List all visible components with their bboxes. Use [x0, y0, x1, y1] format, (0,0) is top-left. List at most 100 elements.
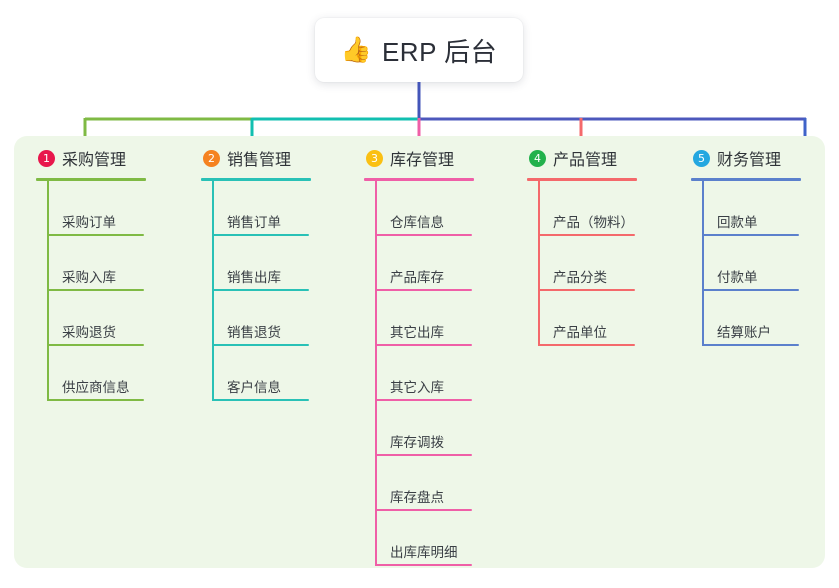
branch-column-2: 2 销售管理 销售订单 销售出库 销售退货 客户信息	[201, 146, 369, 401]
branch-item-rule	[376, 454, 472, 456]
branch-item-rule	[703, 289, 799, 291]
branch-header-1[interactable]: 1 采购管理	[36, 146, 204, 170]
branch-item[interactable]: 客户信息	[213, 346, 369, 401]
branch-item[interactable]: 结算账户	[703, 291, 839, 346]
branch-header-rule	[691, 178, 801, 181]
branch-item-rule	[376, 509, 472, 511]
branch-item-label: 销售出库	[227, 270, 281, 285]
branch-item-rule	[376, 289, 472, 291]
branch-item-label: 库存盘点	[390, 490, 444, 505]
branch-item[interactable]: 销售出库	[213, 236, 369, 291]
branch-item-label: 产品库存	[390, 270, 444, 285]
branch-items-5: 回款单 付款单 结算账户	[691, 181, 839, 346]
branch-item-label: 产品单位	[553, 325, 607, 340]
branch-item[interactable]: 仓库信息	[376, 181, 532, 236]
branch-item-rule	[213, 399, 309, 401]
branch-item-rule	[48, 399, 144, 401]
branch-title: 财务管理	[717, 152, 782, 169]
branch-item[interactable]: 产品分类	[539, 236, 695, 291]
branch-item-label: 回款单	[717, 215, 758, 230]
branch-spine	[702, 181, 704, 346]
branch-item-label: 结算账户	[717, 325, 771, 340]
branch-item-rule	[213, 344, 309, 346]
branch-item[interactable]: 销售退货	[213, 291, 369, 346]
branch-column-5: 5 财务管理 回款单 付款单 结算账户	[691, 146, 839, 346]
branch-item[interactable]: 产品单位	[539, 291, 695, 346]
branch-title: 采购管理	[62, 152, 127, 169]
branch-items-1: 采购订单 采购入库 采购退货 供应商信息	[36, 181, 204, 401]
branch-item-label: 库存调拨	[390, 435, 444, 450]
branch-item-rule	[376, 564, 472, 566]
branch-item-rule	[376, 344, 472, 346]
branch-item[interactable]: 销售订单	[213, 181, 369, 236]
branch-header-2[interactable]: 2 销售管理	[201, 146, 369, 170]
branch-item-rule	[376, 399, 472, 401]
branch-items-2: 销售订单 销售出库 销售退货 客户信息	[201, 181, 369, 401]
branch-item-label: 其它入库	[390, 380, 444, 395]
branch-item-label: 产品（物料）	[553, 215, 634, 230]
branch-item[interactable]: 采购退货	[48, 291, 204, 346]
branch-item-rule	[48, 344, 144, 346]
branch-column-4: 4 产品管理 产品（物料） 产品分类 产品单位	[527, 146, 695, 346]
branch-header-rule	[527, 178, 637, 181]
branch-item-rule	[376, 234, 472, 236]
branch-item-rule	[703, 234, 799, 236]
branch-item-label: 采购订单	[62, 215, 116, 230]
branch-items-4: 产品（物料） 产品分类 产品单位	[527, 181, 695, 346]
branch-item[interactable]: 付款单	[703, 236, 839, 291]
branch-item[interactable]: 产品（物料）	[539, 181, 695, 236]
branch-header-rule	[364, 178, 474, 181]
branch-item-label: 供应商信息	[62, 380, 130, 395]
branch-item[interactable]: 其它入库	[376, 346, 532, 401]
branch-item[interactable]: 库存调拨	[376, 401, 532, 456]
branch-item[interactable]: 采购订单	[48, 181, 204, 236]
branch-spine	[375, 181, 377, 566]
branch-item[interactable]: 产品库存	[376, 236, 532, 291]
branch-spine	[212, 181, 214, 401]
branch-item[interactable]: 采购入库	[48, 236, 204, 291]
branch-title: 销售管理	[227, 152, 292, 169]
branch-number-badge: 2	[203, 149, 220, 167]
branch-item-label: 其它出库	[390, 325, 444, 340]
branch-item-label: 采购入库	[62, 270, 116, 285]
branch-header-3[interactable]: 3 库存管理	[364, 146, 532, 170]
branch-item-label: 付款单	[717, 270, 758, 285]
branch-item-rule	[213, 234, 309, 236]
root-node-title: ERP 后台	[381, 36, 498, 67]
branch-column-3: 3 库存管理 仓库信息 产品库存 其它出库 其它入库	[364, 146, 532, 566]
branch-item[interactable]: 供应商信息	[48, 346, 204, 401]
branch-number-badge: 1	[38, 149, 55, 167]
branch-number-badge: 4	[529, 149, 546, 167]
branch-item-rule	[539, 344, 635, 346]
branch-item[interactable]: 库存盘点	[376, 456, 532, 511]
branch-title: 产品管理	[553, 152, 618, 169]
branch-items-3: 仓库信息 产品库存 其它出库 其它入库 库存调拨	[364, 181, 532, 566]
branch-item[interactable]: 其它出库	[376, 291, 532, 346]
branch-item-rule	[48, 234, 144, 236]
branch-item[interactable]: 回款单	[703, 181, 839, 236]
branch-header-4[interactable]: 4 产品管理	[527, 146, 695, 170]
branch-item-label: 销售退货	[227, 325, 281, 340]
branch-item[interactable]: 出库库明细	[376, 511, 532, 566]
branch-spine	[47, 181, 49, 401]
branch-header-rule	[36, 178, 146, 181]
branch-number-badge: 3	[366, 149, 383, 167]
branch-item-label: 采购退货	[62, 325, 116, 340]
branch-column-1: 1 采购管理 采购订单 采购入库 采购退货 供应商信	[36, 146, 204, 401]
branch-item-rule	[539, 234, 635, 236]
branch-item-label: 产品分类	[553, 270, 607, 285]
branch-item-label: 销售订单	[227, 215, 281, 230]
branch-header-rule	[201, 178, 311, 181]
branches-panel	[14, 136, 825, 568]
branch-item-rule	[213, 289, 309, 291]
branch-item-label: 仓库信息	[390, 215, 444, 230]
thumbs-up-icon: 👍	[340, 35, 372, 64]
root-node-card[interactable]: 👍 ERP 后台	[315, 18, 523, 82]
branch-title: 库存管理	[390, 152, 455, 169]
branch-item-rule	[539, 289, 635, 291]
branch-header-5[interactable]: 5 财务管理	[691, 146, 839, 170]
branch-item-rule	[703, 344, 799, 346]
branch-number-badge: 5	[693, 149, 710, 167]
